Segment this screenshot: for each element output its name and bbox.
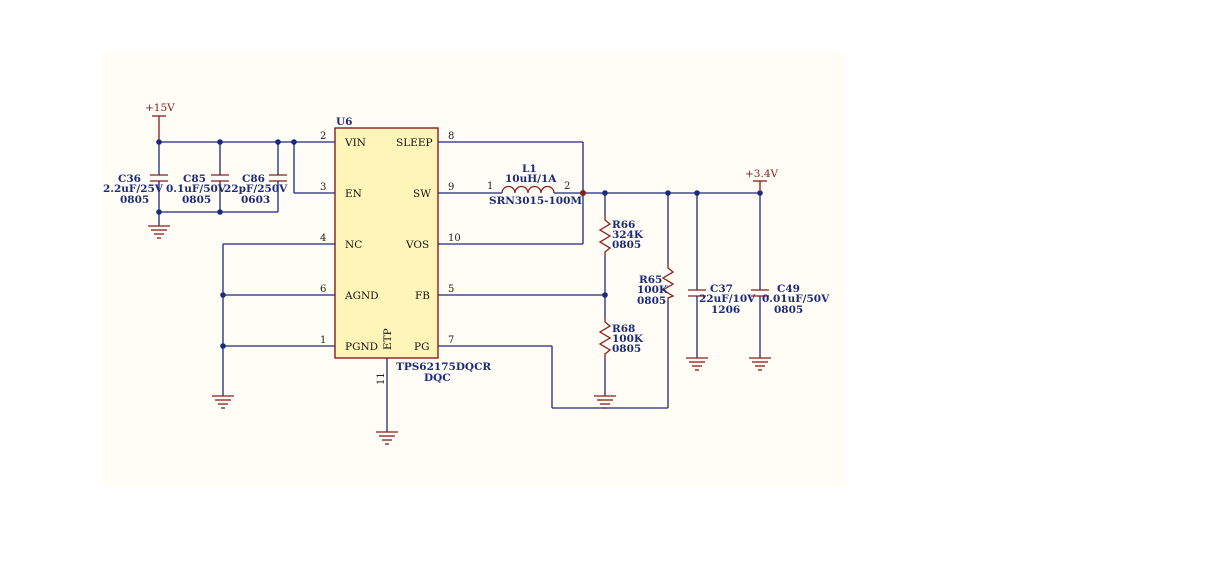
junction [220,343,226,349]
junction [665,190,671,196]
capacitor-c86 [269,172,287,184]
pin-name: PG [414,341,429,353]
r68-ref: R68 [612,323,635,335]
ground-symbol [686,357,708,371]
rail-3v4: +3.4V [745,168,778,193]
pin-number: 7 [448,335,454,346]
r68-package: 0805 [612,343,641,355]
ground-symbol [148,225,170,239]
junction [602,190,608,196]
r65-package: 0805 [637,295,666,307]
pin-name: PGND [345,341,378,353]
l1-ref: L1 [522,163,537,175]
junction [217,209,223,215]
r65-ref: R65 [639,274,662,286]
capacitor-c37 [688,289,706,300]
c36-package: 0805 [120,194,149,206]
ground-symbol [212,395,234,409]
junction [156,139,162,145]
c37-package: 1206 [711,304,740,316]
c85-package: 0805 [182,194,211,206]
junction [220,292,226,298]
pin-number: 3 [320,182,326,193]
pin-name: AGND [344,290,379,302]
resistor-r66 [598,216,612,256]
pin-name: VIN [344,137,366,149]
junction [291,139,297,145]
schematic-sheet [103,53,845,486]
pin-name: EN [345,188,362,200]
pin-number: 2 [320,131,326,142]
right-wires [438,141,761,409]
junction [217,139,223,145]
pin-name: SW [413,188,431,200]
resistor-r68 [598,318,612,358]
ic-part-number: TPS62175DQCR [396,361,491,373]
pin-name: VOS [405,239,429,251]
c37-value: 22uF/10V [699,293,756,305]
resistor-r65 [661,264,675,300]
ground-symbol [376,431,398,445]
c49-value: 0.01uF/50V [762,293,830,305]
junction [275,139,281,145]
c86-value: 22pF/250V [224,183,288,195]
pin-name: NC [345,239,362,251]
pin-number: 4 [320,233,326,244]
ic-package: DQC [424,372,451,384]
l1-part-number: SRN3015-100M [489,195,582,207]
c49-package: 0805 [774,304,803,316]
inductor-l1 [501,185,555,194]
r66-value: 324K [612,229,644,241]
capacitor-c85 [211,172,229,184]
c36-ref: C36 [118,173,141,185]
ground-symbol [594,395,616,409]
pin-number: 6 [320,284,326,295]
r66-ref: R66 [612,219,635,231]
r66-package: 0805 [612,239,641,251]
junction [156,209,162,215]
pin-number: 11 [376,372,387,385]
junction [580,190,586,196]
ic-designator: U6 [336,116,352,128]
pin-number: 1 [487,181,493,192]
pin-number: 2 [564,181,570,192]
capacitor-c49 [751,289,769,300]
ic-left-pin-stubs [222,243,335,396]
c36-value: 2.2uF/25V [103,183,164,195]
junction [694,190,700,196]
pin-name: SLEEP [396,137,433,149]
r68-value: 100K [612,333,644,345]
rail-3v4-label: +3.4V [745,168,778,180]
capacitor-c36 [150,172,168,184]
pin-name: FB [415,290,430,302]
r65-value: 100K [637,284,669,296]
junction [602,292,608,298]
pin-number: 1 [320,335,326,346]
ground-symbol [749,357,771,371]
pin-number: 10 [448,233,461,244]
pin-number: 8 [448,131,454,142]
c85-ref: C85 [183,173,206,185]
c86-package: 0603 [241,194,270,206]
pin-name: ETP [382,328,394,350]
c86-ref: C86 [242,173,265,185]
rail-15v-label: +15V [145,102,175,114]
pin-number: 9 [448,182,454,193]
c37-ref: C37 [710,283,733,295]
l1-value: 10uH/1A [505,173,557,185]
c49-ref: C49 [777,283,800,295]
c85-value: 0.1uF/50V [166,183,227,195]
rail-15v: +15V [145,102,175,142]
pin-number: 5 [448,284,454,295]
